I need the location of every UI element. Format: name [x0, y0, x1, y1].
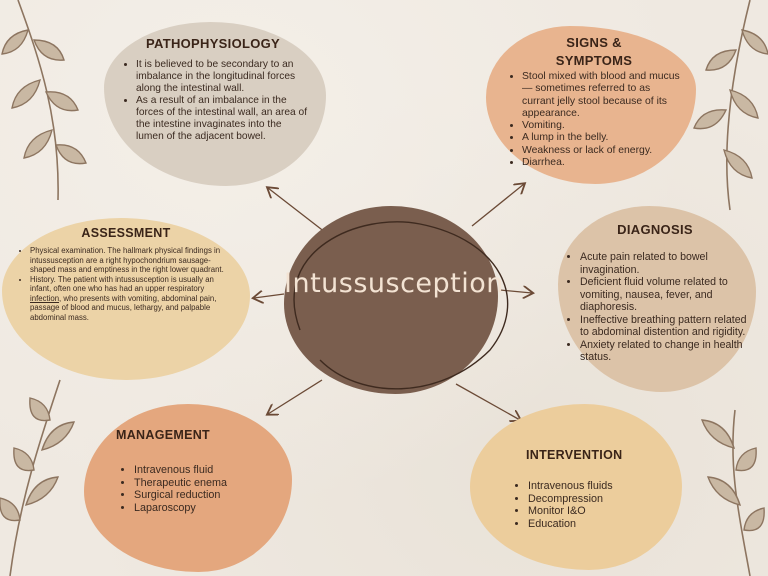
pathophysiology-bubble: PATHOPHYSIOLOGY It is believed to be sec…: [104, 22, 326, 186]
signs-symptoms-title: SIGNS & SYMPTOMS: [504, 34, 684, 69]
signs-title-line1: SIGNS &: [566, 35, 622, 50]
infection-link[interactable]: infection: [30, 293, 60, 303]
management-title: MANAGEMENT: [116, 428, 210, 442]
list-item: A lump in the belly.: [522, 132, 684, 144]
arrow-pathophysiology: [268, 188, 331, 237]
assessment-history-text: History. The patient with intussusceptio…: [30, 274, 214, 294]
list-item: Vomiting.: [522, 120, 684, 132]
list-item: Intravenous fluid: [134, 464, 278, 477]
signs-list: Stool mixed with blood and mucus — somet…: [504, 71, 684, 169]
assessment-title: ASSESSMENT: [81, 226, 171, 240]
list-item: Weakness or lack of energy.: [522, 145, 684, 157]
list-item: Deficient fluid volume related to vomiti…: [580, 276, 748, 314]
list-item: Therapeutic enema: [134, 477, 278, 490]
list-item: Anxiety related to change in health stat…: [580, 339, 748, 364]
diagnosis-title: DIAGNOSIS: [617, 222, 693, 237]
assessment-list: Physical examination. The hallmark physi…: [16, 246, 236, 322]
arrow-assessment: [254, 294, 285, 298]
assessment-bubble: ASSESSMENT Physical examination. The hal…: [2, 218, 250, 380]
list-item: It is believed to be secondary to an imb…: [136, 59, 308, 95]
list-item: Surgical reduction: [134, 489, 278, 502]
list-item: Education: [528, 518, 668, 531]
center-title: Intussusception: [284, 268, 504, 299]
list-item: Physical examination. The hallmark physi…: [30, 246, 236, 275]
list-item: Diarrhea.: [522, 157, 684, 169]
list-item: As a result of an imbalance in the force…: [136, 95, 308, 143]
list-item: Monitor I&O: [528, 505, 668, 518]
list-item: History. The patient with intussusceptio…: [30, 275, 236, 323]
list-item: Stool mixed with blood and mucus — somet…: [522, 71, 684, 120]
intervention-list: Intravenous fluids Decompression Monitor…: [510, 480, 668, 531]
arrow-diagnosis: [499, 290, 532, 293]
pathophysiology-title: PATHOPHYSIOLOGY: [145, 36, 281, 51]
signs-title-line2: SYMPTOMS: [555, 52, 633, 68]
list-item: Acute pain related to bowel invagination…: [580, 251, 748, 276]
list-item: Decompression: [528, 493, 668, 506]
diagnosis-bubble: DIAGNOSIS Acute pain related to bowel in…: [558, 206, 756, 392]
pathophysiology-list: It is believed to be secondary to an imb…: [118, 59, 308, 143]
diagnosis-list: Acute pain related to bowel invagination…: [562, 251, 748, 364]
arrow-management: [268, 379, 323, 414]
management-list: Intravenous fluid Therapeutic enema Surg…: [116, 464, 278, 515]
management-bubble: MANAGEMENT Intravenous fluid Therapeutic…: [84, 404, 292, 572]
center-circle: [284, 206, 498, 394]
list-item: Laparoscopy: [134, 502, 278, 515]
assessment-history-text-end: , who presents with vomiting, abdominal …: [30, 293, 217, 322]
arrow-intervention: [455, 383, 520, 420]
intervention-bubble: INTERVENTION Intravenous fluids Decompre…: [470, 404, 682, 570]
list-item: Intravenous fluids: [528, 480, 668, 493]
arrow-signs: [471, 184, 524, 227]
list-item: Ineffective breathing pattern related to…: [580, 314, 748, 339]
intervention-title: INTERVENTION: [526, 448, 623, 462]
signs-symptoms-bubble: SIGNS & SYMPTOMS Stool mixed with blood …: [486, 26, 696, 184]
